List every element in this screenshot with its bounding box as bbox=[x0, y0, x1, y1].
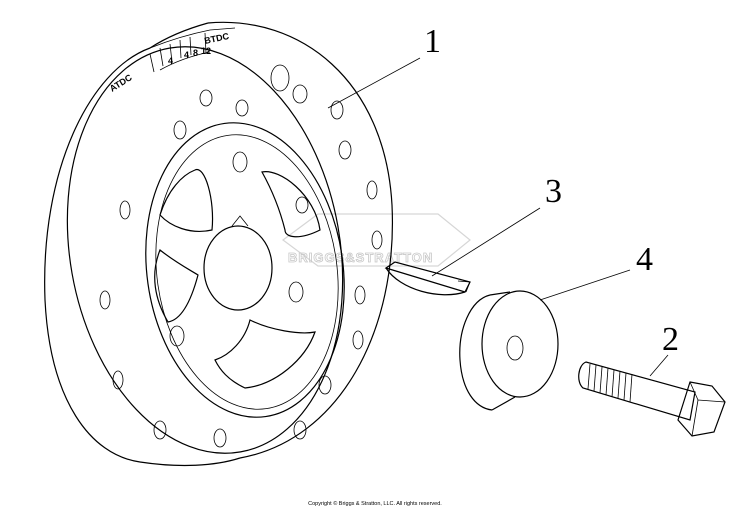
atdc-label: ATDC bbox=[108, 72, 134, 94]
part-4-washer bbox=[459, 290, 559, 411]
watermark-logo: BRIGGS&STRATTON bbox=[281, 213, 471, 267]
callout-2: 2 bbox=[662, 321, 679, 358]
timing-scale bbox=[149, 32, 207, 73]
timing-mark-4-right: 4 bbox=[184, 50, 189, 60]
timing-mark-12: 12 bbox=[201, 46, 211, 56]
callout-3: 3 bbox=[545, 173, 562, 210]
timing-mark-8: 8 bbox=[193, 48, 198, 58]
part-1-flywheel: ATDC BTDC 4 4 8 12 bbox=[44, 21, 394, 467]
part-3-key bbox=[384, 261, 471, 296]
watermark-text: BRIGGS&STRATTON bbox=[288, 250, 433, 265]
leader-lines bbox=[327, 57, 669, 377]
part-2-bolt bbox=[578, 361, 726, 437]
copyright-notice: Copyright © Briggs & Stratton, LLC. All … bbox=[308, 501, 442, 507]
bolt-threads bbox=[587, 363, 633, 403]
callout-4: 4 bbox=[636, 241, 653, 278]
timing-mark-4-left: 4 bbox=[168, 56, 173, 66]
btdc-label: BTDC bbox=[203, 31, 230, 46]
callout-1: 1 bbox=[424, 23, 441, 60]
